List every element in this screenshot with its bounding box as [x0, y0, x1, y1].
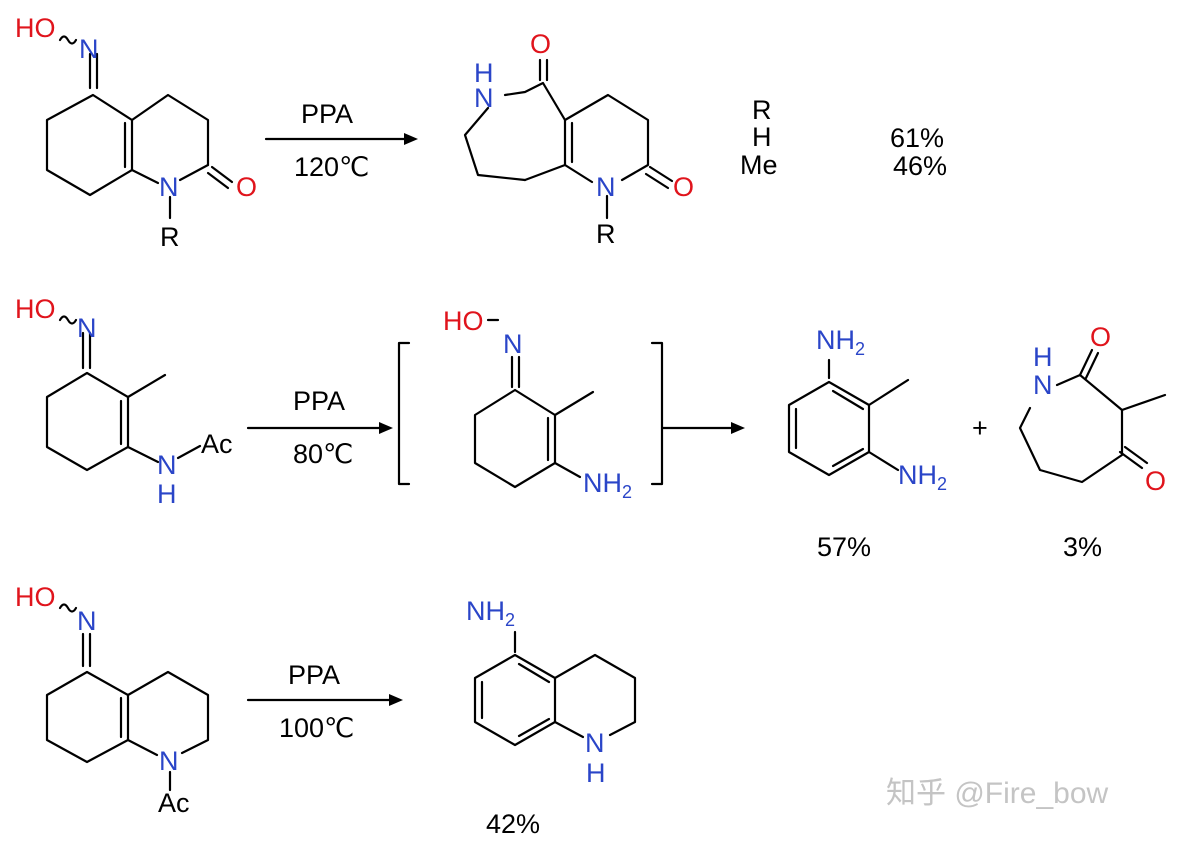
r1-reagent: PPA — [301, 99, 353, 129]
r3-hydroxyl: HO — [15, 582, 56, 612]
carbonyl-o-label: O — [236, 172, 257, 202]
r1-substituent-table: R H Me 61% 46% — [740, 95, 947, 181]
int-nh2: NH2 — [583, 468, 632, 502]
r2-byproduct-azepanedione: H N O O 3% — [1018, 322, 1167, 562]
watermark: 知乎 @Fire_bow — [886, 777, 1109, 810]
p2-nh2-bottom: NH2 — [898, 460, 947, 494]
p1-o-top: O — [530, 29, 551, 59]
p3-o-top: O — [1090, 322, 1111, 352]
r2-intermediate: HO N NH2 — [397, 306, 664, 502]
r2-oxime-n: N — [77, 313, 97, 343]
plus-sign: + — [972, 413, 988, 443]
r-group-label: R — [160, 222, 180, 252]
p1-ring-n: N — [596, 172, 616, 202]
r3-arrow: PPA 100℃ — [246, 660, 403, 743]
r2-nh-h: H — [157, 479, 177, 509]
r2-product-diamine: NH2 NH2 57% — [787, 325, 947, 562]
r1-product-diazepine: O H N N O R — [463, 29, 694, 249]
ring-n-label: N — [159, 172, 179, 202]
r3-product-tetrahydroquinoline: NH2 N H 42% — [466, 596, 637, 839]
p2-yield: 57% — [817, 532, 871, 562]
r3-ring-n: N — [159, 746, 179, 776]
r2-arrow-1: PPA 80℃ — [246, 386, 393, 469]
int-oxime-n: N — [503, 329, 523, 359]
p4-ring-n: N — [585, 728, 605, 758]
r2-arrow-2 — [661, 422, 745, 434]
r2-acetyl: Ac — [201, 429, 233, 459]
p3-nh-n: N — [1033, 370, 1053, 400]
p1-nh-h: H — [474, 58, 494, 88]
p4-yield: 42% — [486, 809, 540, 839]
int-hydroxyl: HO — [443, 306, 484, 336]
r-header: R — [752, 95, 772, 125]
p4-ring-h: H — [586, 758, 606, 788]
r3-reactant-oxime: HO N N Ac — [15, 582, 210, 818]
hydroxyl-label: HO — [15, 13, 56, 43]
yield-h: 61% — [890, 123, 944, 153]
r1-arrow: PPA 120℃ — [264, 99, 418, 182]
p1-nh-n: N — [474, 83, 494, 113]
r-value-h: H — [752, 122, 772, 152]
p3-yield: 3% — [1063, 532, 1102, 562]
r2-nh-n: N — [157, 450, 177, 480]
r3-oxime-n: N — [77, 606, 97, 636]
r2-condition: 80℃ — [293, 439, 353, 469]
yield-me: 46% — [893, 151, 947, 181]
r2-reagent: PPA — [293, 386, 345, 416]
r3-condition: 100℃ — [279, 713, 354, 743]
p1-o-right: O — [673, 172, 694, 202]
p2-nh2-top: NH2 — [816, 325, 865, 359]
p4-nh2: NH2 — [466, 596, 515, 630]
r2-reactant-oxime: HO N N H Ac — [15, 294, 233, 509]
r1-reactant-oxime: HO N N O R — [15, 13, 257, 252]
p3-nh-h: H — [1033, 342, 1053, 372]
p3-o-bottom: O — [1145, 466, 1166, 496]
r3-reagent: PPA — [288, 660, 340, 690]
r-value-me: Me — [740, 150, 778, 180]
p1-r-label: R — [596, 219, 616, 249]
r2-hydroxyl: HO — [15, 294, 56, 324]
r3-acetyl: Ac — [158, 788, 190, 818]
r1-condition: 120℃ — [294, 152, 369, 182]
oxime-n-label: N — [79, 34, 99, 64]
